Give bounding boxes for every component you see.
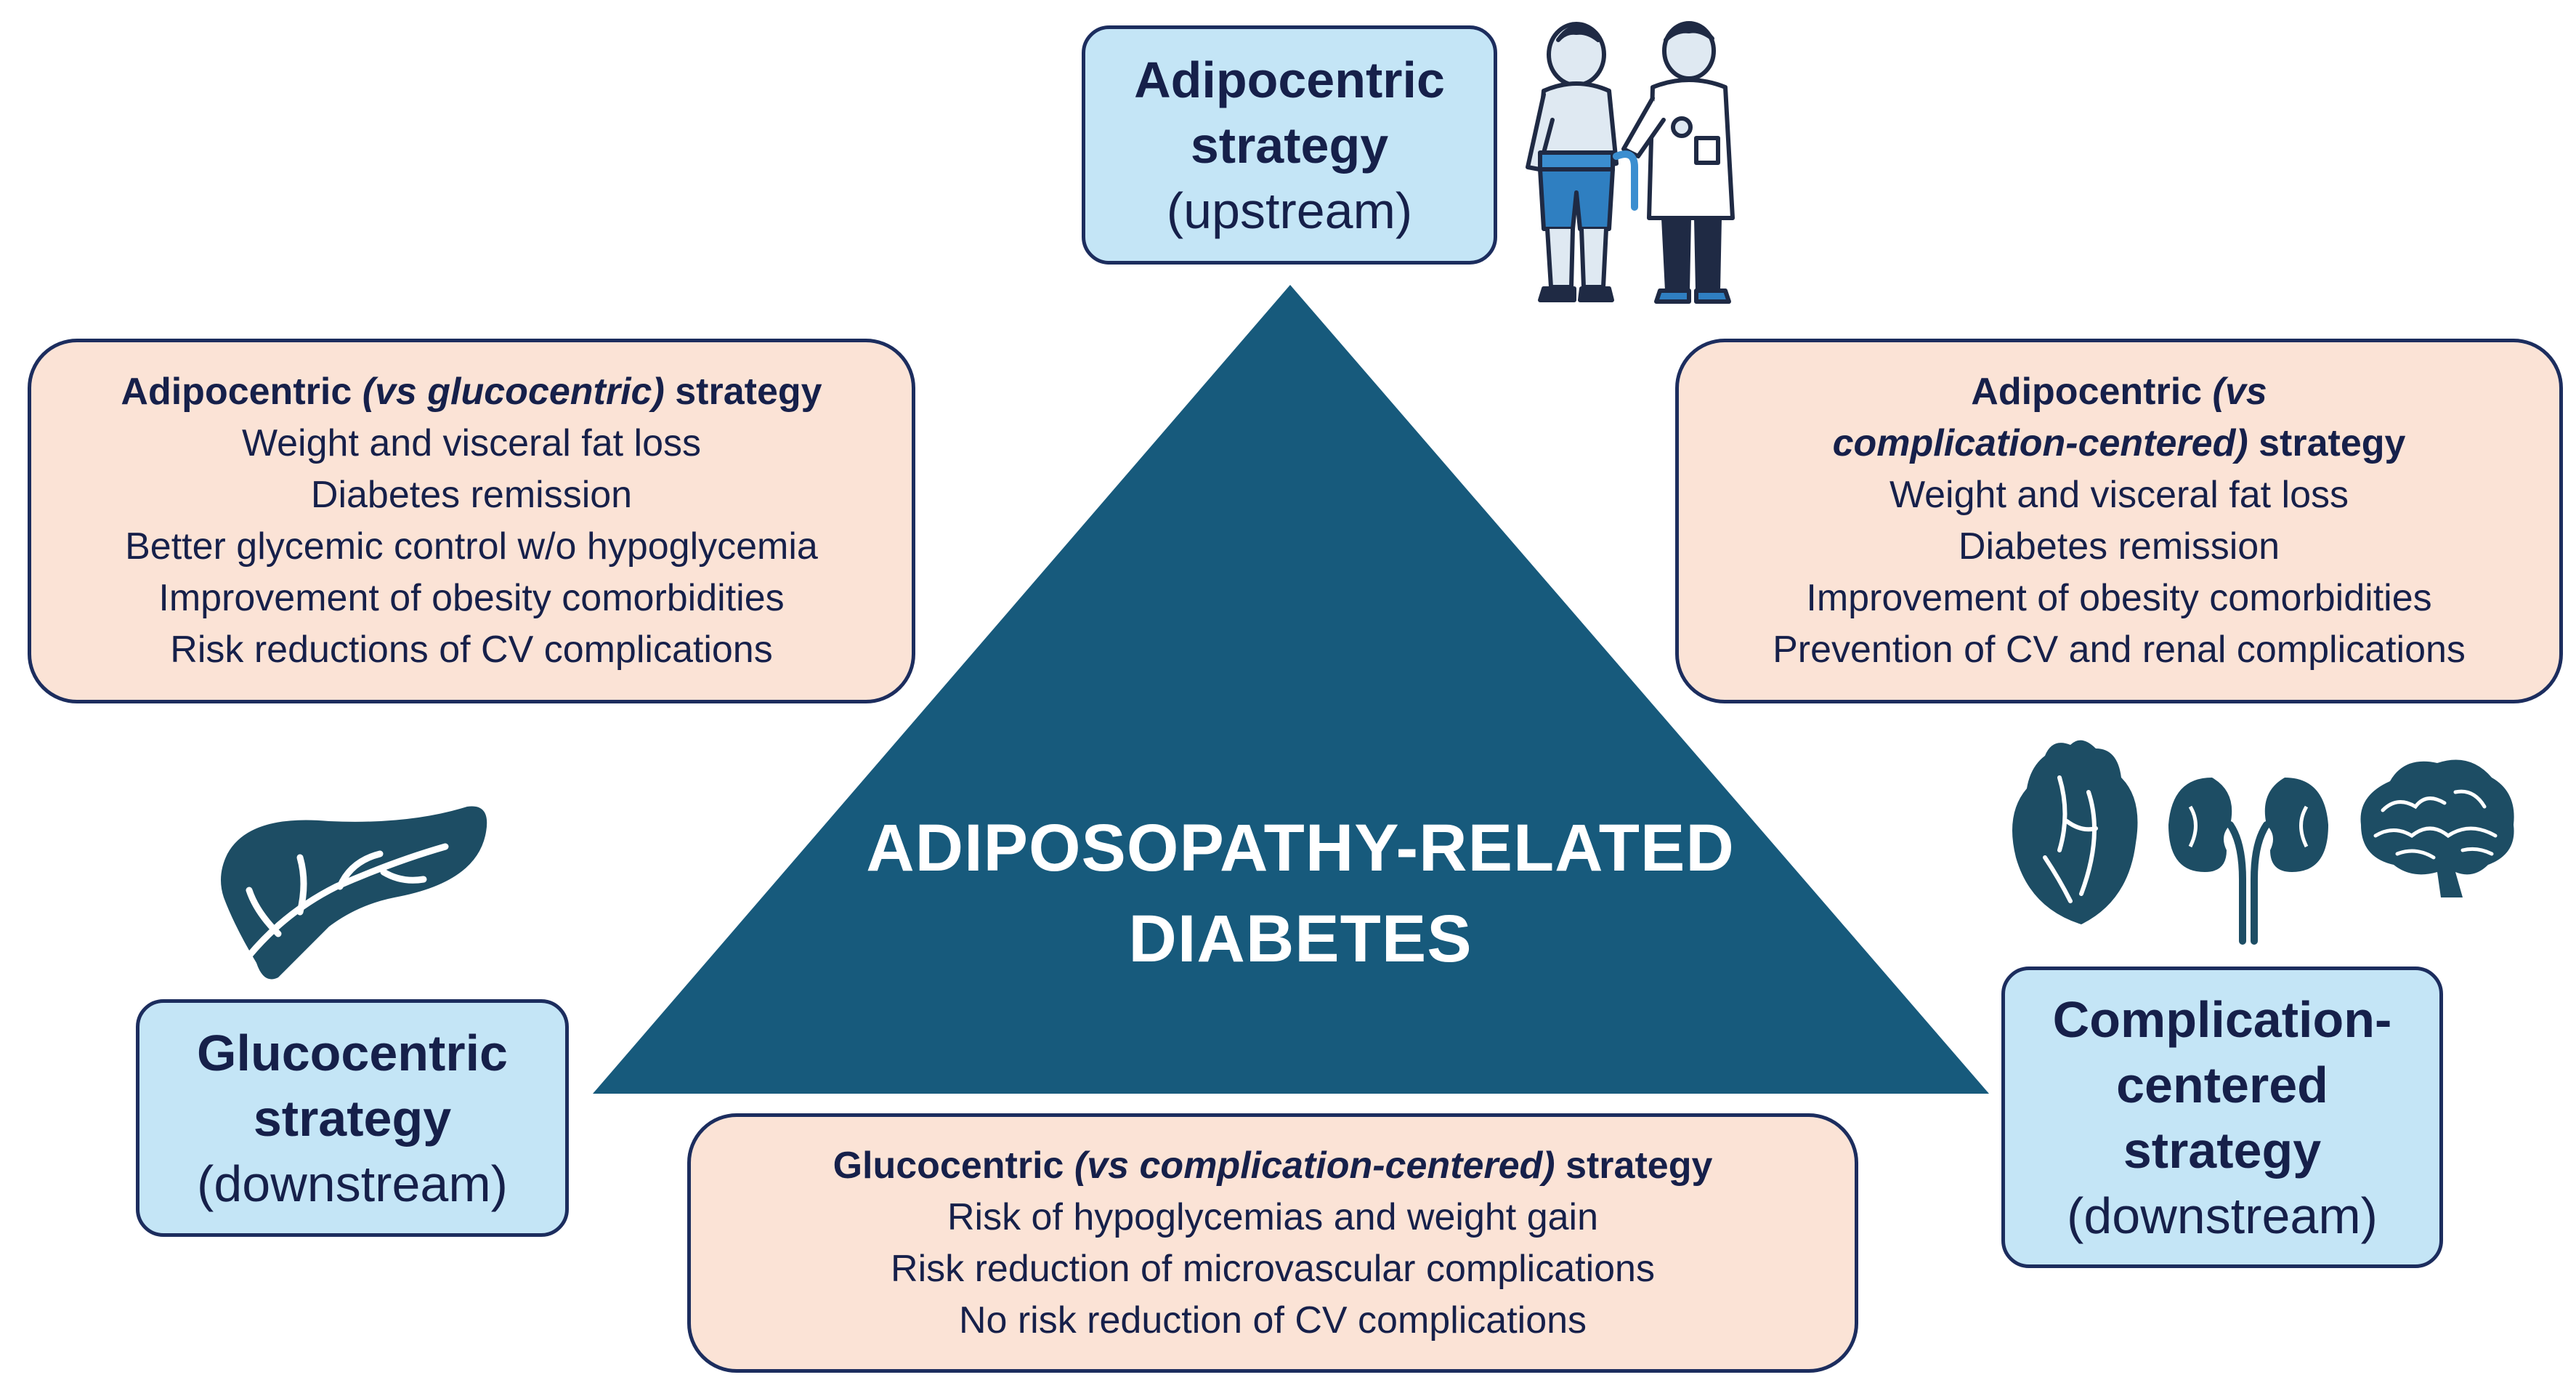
adipocentric-vs-glucocentric-box: Adipocentric (vs glucocentric) strategy … — [28, 339, 915, 703]
adipocentric-vs-complication-box: Adipocentric (vs complication-centered) … — [1675, 339, 2563, 703]
glucocentric-strategy-title-1: Glucocentric — [197, 1024, 508, 1081]
right-box-line: Weight and visceral fat loss — [1890, 474, 2349, 516]
right-box-line: Improvement of obesity comorbidities — [1806, 577, 2432, 619]
left-box-line: Diabetes remission — [310, 474, 633, 516]
glucocentric-strategy-box: Glucocentric strategy (downstream) — [136, 999, 569, 1237]
center-title-line1: ADIPOSOPATHY-RELATED — [866, 811, 1735, 885]
adipocentric-strategy-title-2: strategy — [1190, 116, 1389, 174]
bottom-box-line: Risk of hypoglycemias and weight gain — [947, 1195, 1599, 1238]
right-box-line: Diabetes remission — [1958, 525, 2280, 568]
glucocentric-vs-complication-box: Glucocentric (vs complication-centered) … — [687, 1113, 1858, 1373]
bottom-box-heading: Glucocentric (vs complication-centered) … — [833, 1144, 1713, 1187]
glucocentric-strategy-sub: (downstream) — [197, 1155, 508, 1212]
liver-icon — [221, 806, 487, 980]
bottom-box-line: No risk reduction of CV complications — [958, 1299, 1587, 1341]
patient-doctor-icon — [1526, 21, 1735, 304]
complication-strategy-title-2: centered — [2116, 1056, 2328, 1113]
glucocentric-strategy-title-2: strategy — [253, 1089, 452, 1147]
left-box-heading: Adipocentric (vs glucocentric) strategy — [121, 371, 822, 413]
complication-strategy-title-1: Complication- — [2052, 990, 2392, 1048]
adipocentric-strategy-sub: (upstream) — [1166, 182, 1413, 239]
right-box-line: Prevention of CV and renal complications — [1773, 629, 2466, 671]
center-title: ADIPOSOPATHY-RELATED DIABETES — [756, 803, 1845, 985]
left-box-line: Better glycemic control w/o hypoglycemia — [125, 525, 818, 568]
right-box-heading-1: Adipocentric (vs — [1971, 371, 2267, 413]
adipocentric-strategy-title-1: Adipocentric — [1134, 51, 1445, 108]
complication-strategy-title-3: strategy — [2123, 1121, 2322, 1179]
left-box-line: Improvement of obesity comorbidities — [158, 577, 785, 619]
left-box-line: Risk reductions of CV complications — [170, 629, 773, 671]
right-box-heading-2: complication-centered) strategy — [1832, 422, 2406, 464]
kidneys-icon — [2168, 778, 2328, 945]
bottom-box-line: Risk reduction of microvascular complica… — [891, 1247, 1655, 1290]
heart-icon — [2012, 740, 2138, 924]
left-box-line: Weight and visceral fat loss — [242, 422, 701, 464]
brain-icon — [2360, 759, 2514, 897]
adipocentric-strategy-box: Adipocentric strategy (upstream) — [1082, 25, 1497, 265]
complication-centered-strategy-box: Complication- centered strategy (downstr… — [2001, 967, 2443, 1268]
complication-strategy-sub: (downstream) — [2067, 1187, 2378, 1244]
center-title-line2: DIABETES — [1128, 902, 1473, 976]
